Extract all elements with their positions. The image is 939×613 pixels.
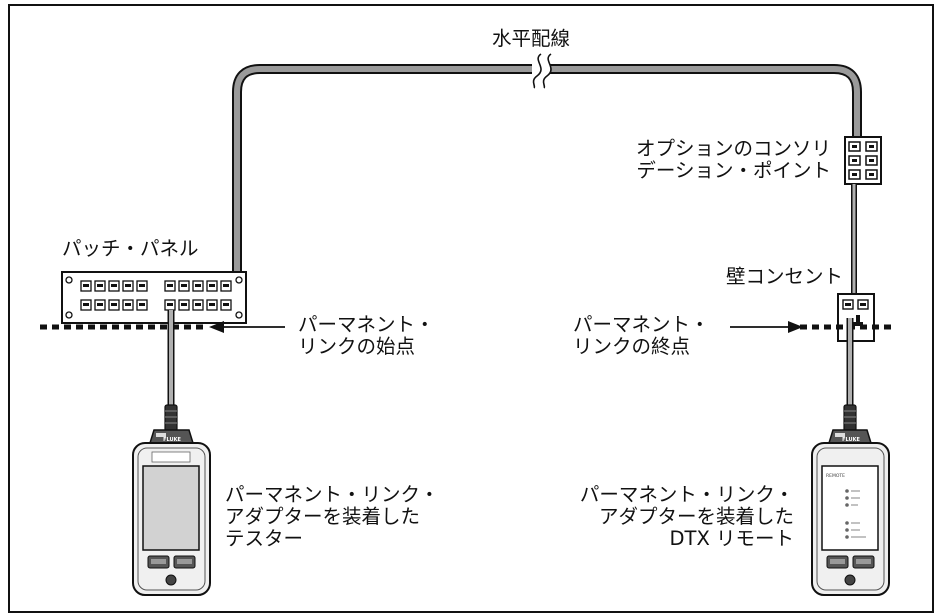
link-start-line-1: パーマネント・ [298, 313, 435, 336]
patch-panel-port-contact [111, 303, 117, 306]
consolidation-point-label: オプションのコンソリ デーション・ポイント [636, 138, 831, 182]
tester-power-button [165, 574, 177, 586]
patch-panel-port-contact [97, 284, 103, 287]
remote-logo: FLUKE [842, 437, 860, 443]
dtx-remote: FLUKE REMOTE [811, 404, 890, 596]
patch-panel-port-contact [181, 284, 187, 287]
link-end-line-2: リンクの終点 [573, 335, 691, 358]
tester-label: パーマネント・リンク・ アダプターを装着した テスター [225, 484, 439, 550]
patch-panel-port-contact [111, 284, 117, 287]
remote-status-leds [845, 489, 849, 539]
tester-screen [142, 465, 200, 551]
patch-panel-port-contact [181, 303, 187, 306]
tester-line-3: テスター [225, 527, 304, 550]
link-start-line-2: リンクの始点 [298, 335, 416, 358]
patch-panel-port-contact [83, 303, 89, 306]
patch-panel-port-contact [97, 303, 103, 306]
wall-outlet [837, 293, 875, 342]
patch-panel-port-contact [125, 284, 131, 287]
link-start-arrow [209, 321, 285, 333]
patch-panel-port-contact [167, 303, 173, 306]
remote-line-1: パーマネント・リンク・ [579, 483, 794, 506]
diagram-frame [8, 4, 934, 613]
wall-outlet-label: 壁コンセント [726, 265, 844, 288]
remote-power-button [844, 574, 856, 586]
patch-panel-port-contact [125, 303, 131, 306]
link-end-line-1: パーマネント・ [573, 313, 710, 336]
remote-panel-label: REMOTE [826, 473, 845, 479]
patch-panel-port-contact [139, 303, 145, 306]
patch-panel-port-contact [195, 284, 201, 287]
horizontal-cabling-label: 水平配線 [492, 27, 571, 50]
patch-panel-port-contact [83, 284, 89, 287]
consolidation-point-line-1: オプションのコンソリ [635, 137, 831, 160]
main-logo: FLUKE [163, 437, 181, 443]
patch-panel [61, 271, 247, 324]
patch-panel-port-contact [139, 284, 145, 287]
cable-break-mark [532, 53, 552, 89]
remote-line-3: DTX リモート [669, 527, 794, 550]
patch-panel-port-contact [223, 284, 229, 287]
link-start-label: パーマネント・ リンクの始点 [298, 314, 435, 358]
patch-panel-port-contact [209, 284, 215, 287]
consolidation-point-line-2: デーション・ポイント [636, 159, 831, 182]
patch-panel-port-contact [167, 284, 173, 287]
patch-panel-port-contact [209, 303, 215, 306]
main-tester: FLUKE [132, 404, 211, 596]
remote-line-2: アダプターを装着した [598, 505, 794, 528]
patch-panel-port-contact [195, 303, 201, 306]
link-end-label: パーマネント・ リンクの終点 [573, 314, 710, 358]
patch-panel-port-contact [223, 303, 229, 306]
consolidation-point [844, 136, 882, 185]
remote-label: パーマネント・リンク・ アダプターを装着した DTX リモート [580, 484, 794, 550]
link-end-arrow [730, 321, 803, 333]
tester-line-1: パーマネント・リンク・ [225, 483, 440, 506]
tester-line-2: アダプターを装着した [225, 505, 421, 528]
patch-panel-label: パッチ・パネル [62, 237, 199, 260]
